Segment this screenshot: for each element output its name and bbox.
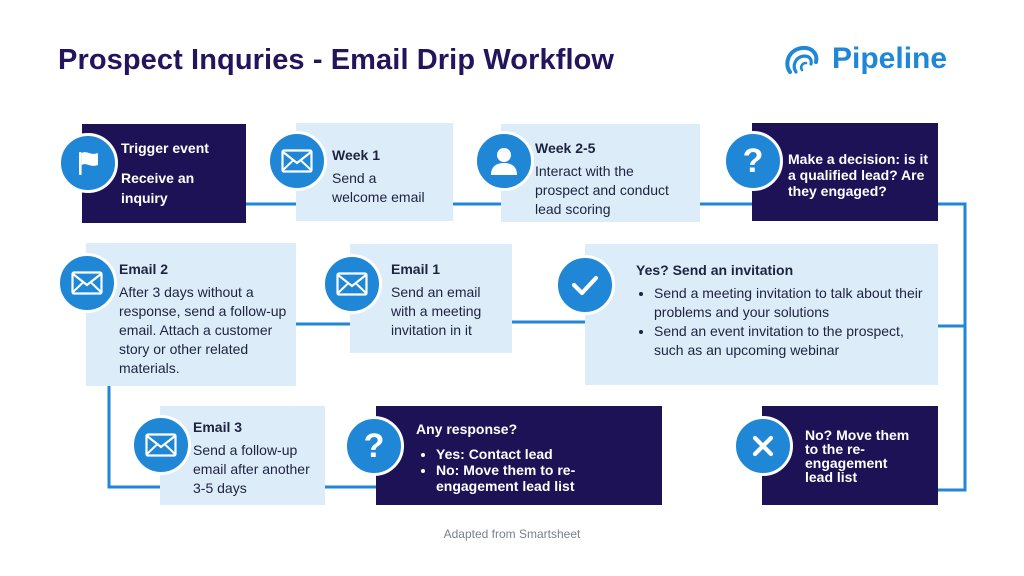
yes-bullet-list: Send a meeting invitation to talk about …: [636, 284, 931, 360]
logo-wordmark: Pipeline: [832, 42, 948, 75]
source-credit: Adapted from Smartsheet: [443, 527, 581, 541]
email1-text: Send an email with a meeting invitation …: [391, 284, 482, 338]
week2-text: Interact with the prospect and conduct l…: [535, 163, 669, 217]
person-icon: [474, 131, 534, 191]
trigger-event-box: Trigger event Receive an inquiry: [82, 124, 246, 223]
decision-text: Make a decision: is it a qualified lead?…: [788, 151, 929, 199]
email2-heading: Email 2: [119, 261, 169, 277]
trigger-heading: Trigger event: [121, 140, 209, 156]
any-response-box: Any response? Yes: Contact lead No: Move…: [376, 406, 662, 505]
trigger-text: Receive an inquiry: [121, 170, 195, 206]
flag-icon: [58, 133, 118, 193]
page-title: Prospect Inquries - Email Drip Workflow: [58, 44, 615, 76]
question-icon: ?: [723, 131, 783, 191]
email1-heading: Email 1: [391, 261, 441, 277]
week1-heading: Week 1: [332, 147, 380, 163]
response-bullet-list: Yes: Contact lead No: Move them to re-en…: [416, 446, 656, 494]
decision-box: Make a decision: is it a qualified lead?…: [752, 123, 938, 221]
email3-text: Send a follow-up email after another 3-5…: [193, 442, 310, 496]
week2-heading: Week 2-5: [535, 140, 596, 156]
checkmark-icon: [555, 255, 615, 315]
pipeline-logo-icon: [785, 45, 819, 74]
yes-bullet: Send an event invitation to the prospect…: [654, 322, 931, 360]
week1-text: Send a welcome email: [332, 170, 425, 205]
x-icon: [733, 416, 793, 476]
yes-heading: Yes? Send an invitation: [636, 262, 794, 278]
week2-box: Week 2-5 Interact with the prospect and …: [501, 124, 700, 222]
response-bullet: No: Move them to re-engagement lead list: [436, 462, 616, 494]
envelope-icon: [322, 254, 382, 314]
response-bullet: Yes: Contact lead: [436, 446, 656, 462]
response-heading: Any response?: [416, 421, 518, 437]
envelope-icon: [131, 415, 191, 475]
question-icon: ?: [344, 416, 404, 476]
envelope-icon: [57, 253, 117, 313]
email2-box: Email 2 After 3 days without a response,…: [86, 243, 296, 386]
email2-text: After 3 days without a response, send a …: [119, 284, 287, 376]
no-text: No? Move them to the re-engagement lead …: [805, 427, 910, 485]
yes-bullet: Send a meeting invitation to talk about …: [654, 284, 931, 322]
no-reengage-box: No? Move them to the re-engagement lead …: [762, 406, 938, 505]
envelope-icon: [267, 131, 327, 191]
yes-invitation-box: Yes? Send an invitation Send a meeting i…: [585, 244, 938, 385]
email3-heading: Email 3: [193, 419, 243, 435]
